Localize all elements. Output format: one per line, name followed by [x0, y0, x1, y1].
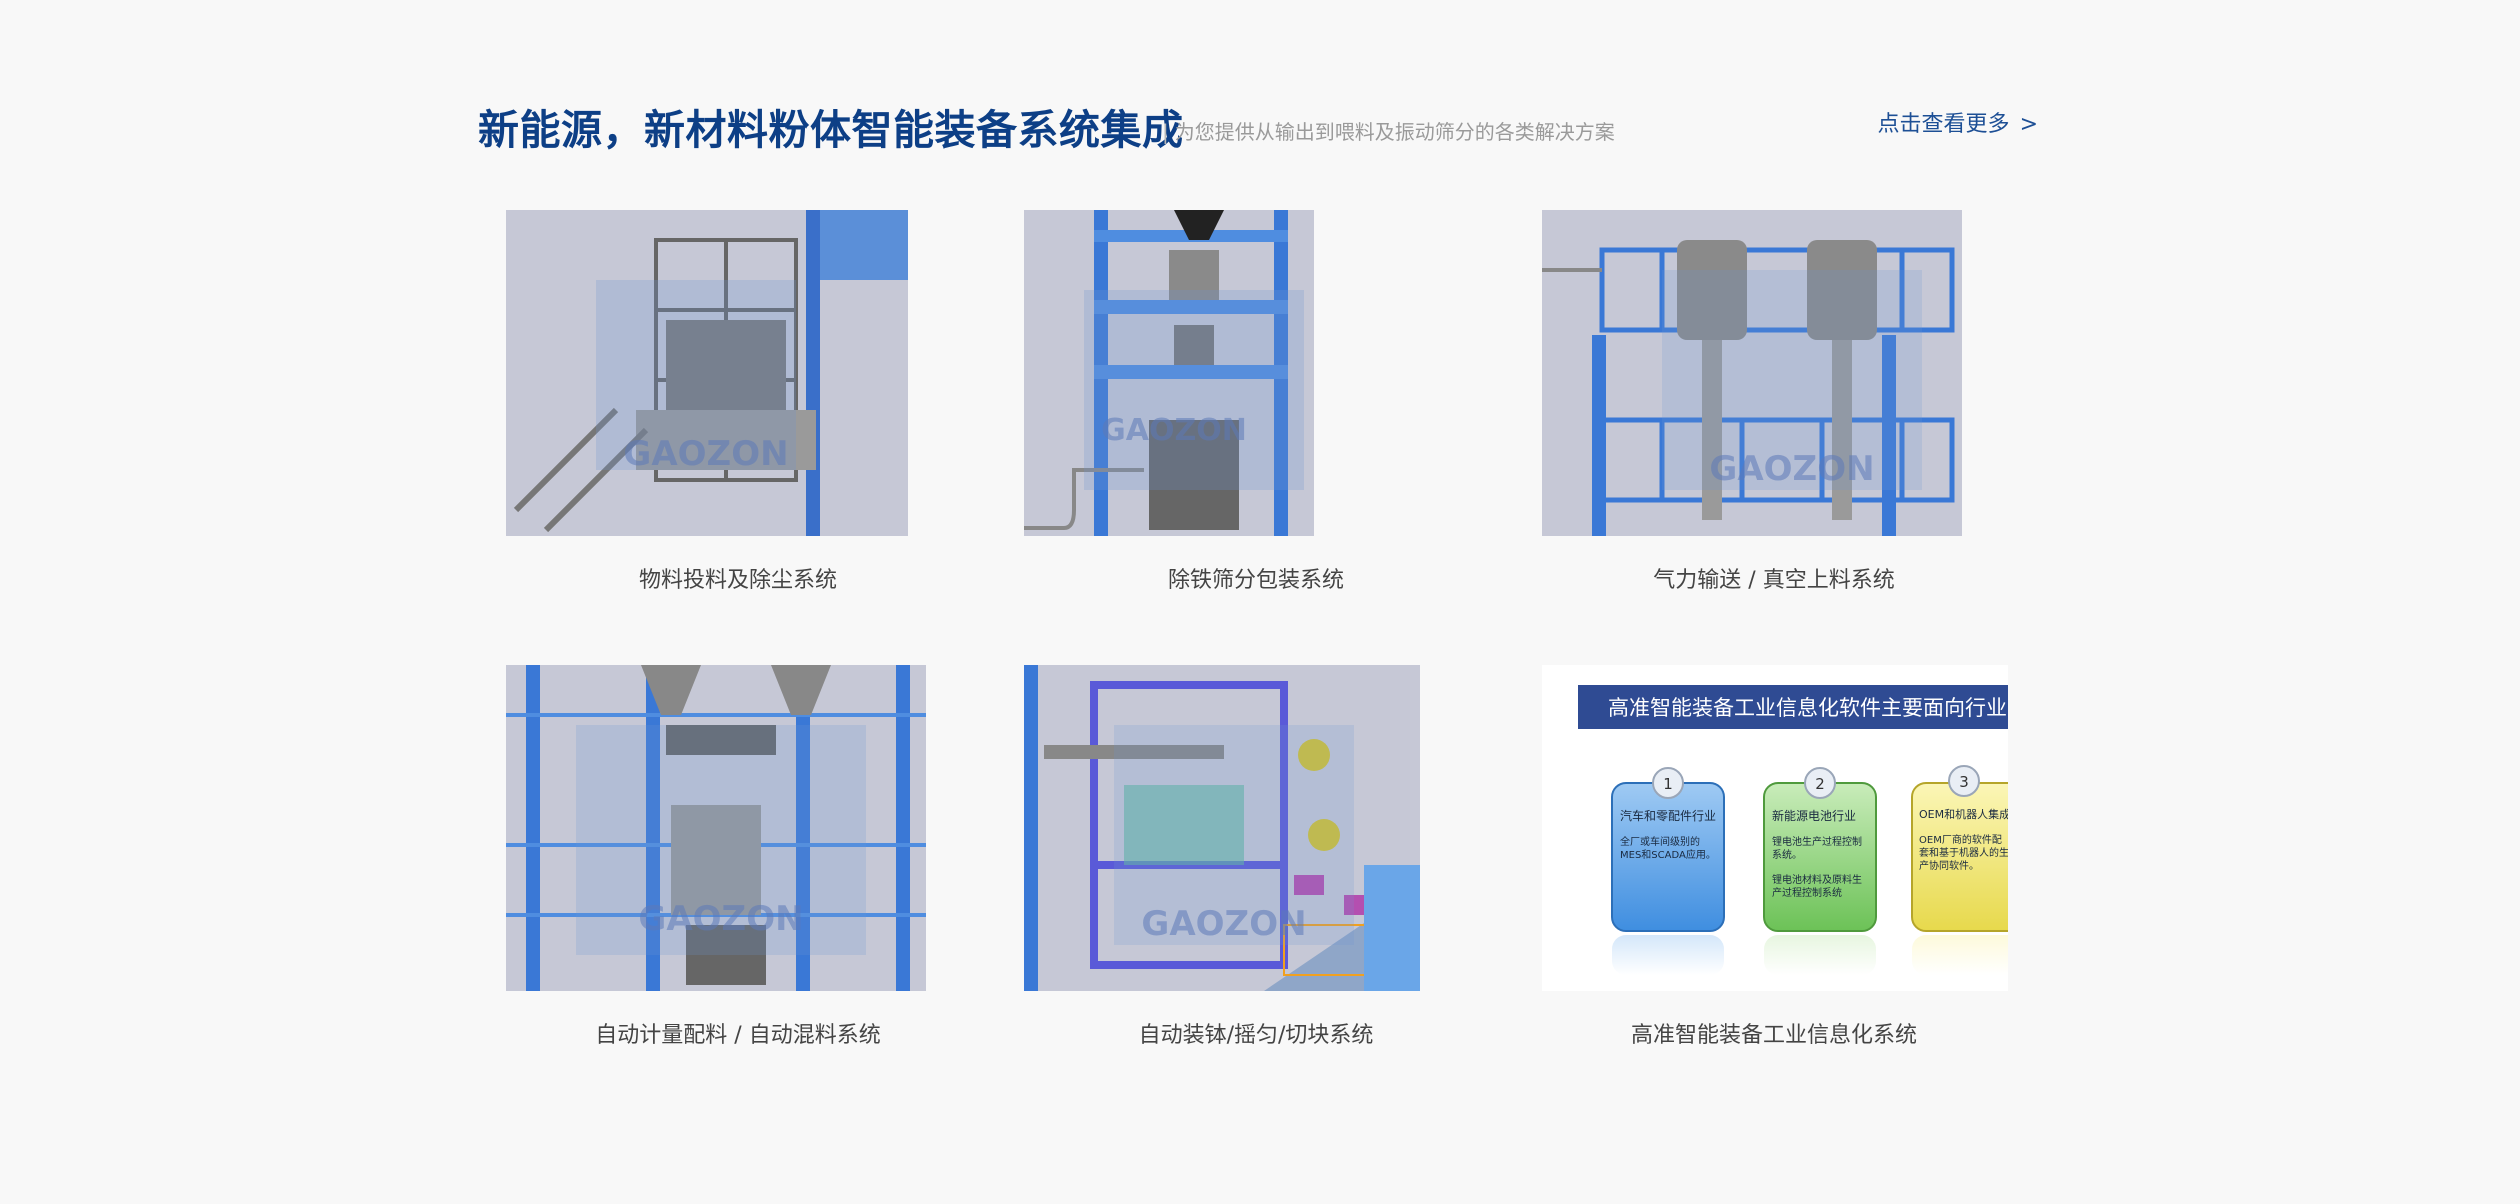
- card-caption: 自动计量配料 / 自动混料系统: [595, 1023, 881, 1048]
- section-header: 新能源，新材料粉体智能装备系统集成 |为您提供从输出到喂料及振动筛分的各类解决方…: [478, 88, 2038, 158]
- software-industries-illustration: 高准智能装备工业信息化软件主要面向行业 1 汽车和零配件行业 全厂或车间级别的 …: [1542, 665, 2008, 991]
- card-caption: 气力输送 / 真空上料系统: [1653, 568, 1895, 593]
- industry-number-2: 2: [1815, 775, 1825, 793]
- chevron-right-icon: >: [2019, 112, 2038, 137]
- svg-text:套和基于机器人的生: 套和基于机器人的生: [1919, 846, 2008, 859]
- svg-text:锂电池材料及原料生: 锂电池材料及原料生: [1772, 873, 1862, 886]
- pneumatic-system-illustration: GAOZON: [1542, 210, 1962, 536]
- loading-system-illustration: GAOZON: [1024, 665, 1420, 991]
- screening-system-image: GAOZON: [1024, 210, 1314, 536]
- card-loading-shaking-cutting-system[interactable]: GAOZON 自动装钵/摇匀/切块系统: [1024, 665, 1424, 1055]
- software-industries-image: 高准智能装备工业信息化软件主要面向行业 1 汽车和零配件行业 全厂或车间级别的 …: [1542, 665, 2008, 991]
- software-banner: [1578, 685, 2008, 729]
- subtitle-text: 为您提供从输出到喂料及振动筛分的各类解决方案: [1174, 120, 1615, 144]
- section-title: 新能源，新材料粉体智能装备系统集成: [478, 106, 1184, 154]
- metering-system-illustration: GAOZON: [506, 665, 926, 991]
- svg-text:系统。: 系统。: [1772, 848, 1802, 861]
- card-caption: 除铁筛分包装系统: [1167, 568, 1345, 593]
- loading-watermark-text: GAOZON: [1141, 904, 1306, 944]
- card-pneumatic-vacuum-system[interactable]: GAOZON 气力输送 / 真空上料系统: [1542, 210, 1962, 600]
- metering-system-image: GAOZON: [506, 665, 926, 991]
- svg-text:MES和SCADA应用。: MES和SCADA应用。: [1620, 848, 1716, 861]
- feeding-system-illustration: GAOZON: [506, 210, 908, 536]
- card-caption: 自动装钵/摇匀/切块系统: [1138, 1023, 1374, 1048]
- svg-text:锂电池生产过程控制: 锂电池生产过程控制: [1772, 835, 1862, 848]
- card-caption: 高准智能装备工业信息化系统: [1630, 1023, 1918, 1048]
- software-banner-text: 高准智能装备工业信息化软件主要面向行业: [1608, 696, 2007, 720]
- svg-text:产过程控制系统: 产过程控制系统: [1772, 886, 1842, 899]
- feeding-system-image: GAOZON: [506, 210, 908, 536]
- industry-title-1: 汽车和零配件行业: [1620, 808, 1716, 823]
- screening-watermark-text: GAOZON: [1101, 413, 1247, 448]
- svg-text:OEM厂商的软件配: OEM厂商的软件配: [1919, 833, 2002, 846]
- card-metering-mixing-system[interactable]: GAOZON 自动计量配料 / 自动混料系统: [506, 665, 926, 1055]
- screening-system-illustration: GAOZON: [1024, 210, 1314, 536]
- industry-number-3: 3: [1959, 773, 1969, 791]
- card-caption: 物料投料及除尘系统: [638, 568, 838, 593]
- view-more-label: 点击查看更多: [1877, 112, 2010, 137]
- industry-title-2: 新能源电池行业: [1772, 808, 1856, 823]
- svg-text:产协同软件。: 产协同软件。: [1919, 859, 1979, 872]
- industry-title-3: OEM和机器人集成: [1919, 807, 2008, 821]
- metering-watermark-text: GAOZON: [638, 899, 803, 939]
- svg-text:全厂或车间级别的: 全厂或车间级别的: [1620, 835, 1700, 848]
- card-iron-screening-packing-system[interactable]: GAOZON 除铁筛分包装系统: [1024, 210, 1424, 600]
- view-more-link[interactable]: 点击查看更多 >: [1878, 106, 2038, 138]
- feeding-watermark-text: GAOZON: [623, 434, 788, 474]
- pneumatic-system-image: GAOZON: [1542, 210, 1962, 536]
- card-feeding-dust-system[interactable]: GAOZON 物料投料及除尘系统: [506, 210, 908, 600]
- loading-system-image: GAOZON: [1024, 665, 1420, 991]
- subtitle-separator: |: [1162, 120, 1169, 144]
- pneumatic-watermark-text: GAOZON: [1709, 449, 1874, 489]
- section-subtitle: |为您提供从输出到喂料及振动筛分的各类解决方案: [1162, 116, 1615, 145]
- card-industrial-information-system[interactable]: 高准智能装备工业信息化软件主要面向行业 1 汽车和零配件行业 全厂或车间级别的 …: [1542, 665, 2012, 1055]
- industry-number-1: 1: [1663, 775, 1673, 793]
